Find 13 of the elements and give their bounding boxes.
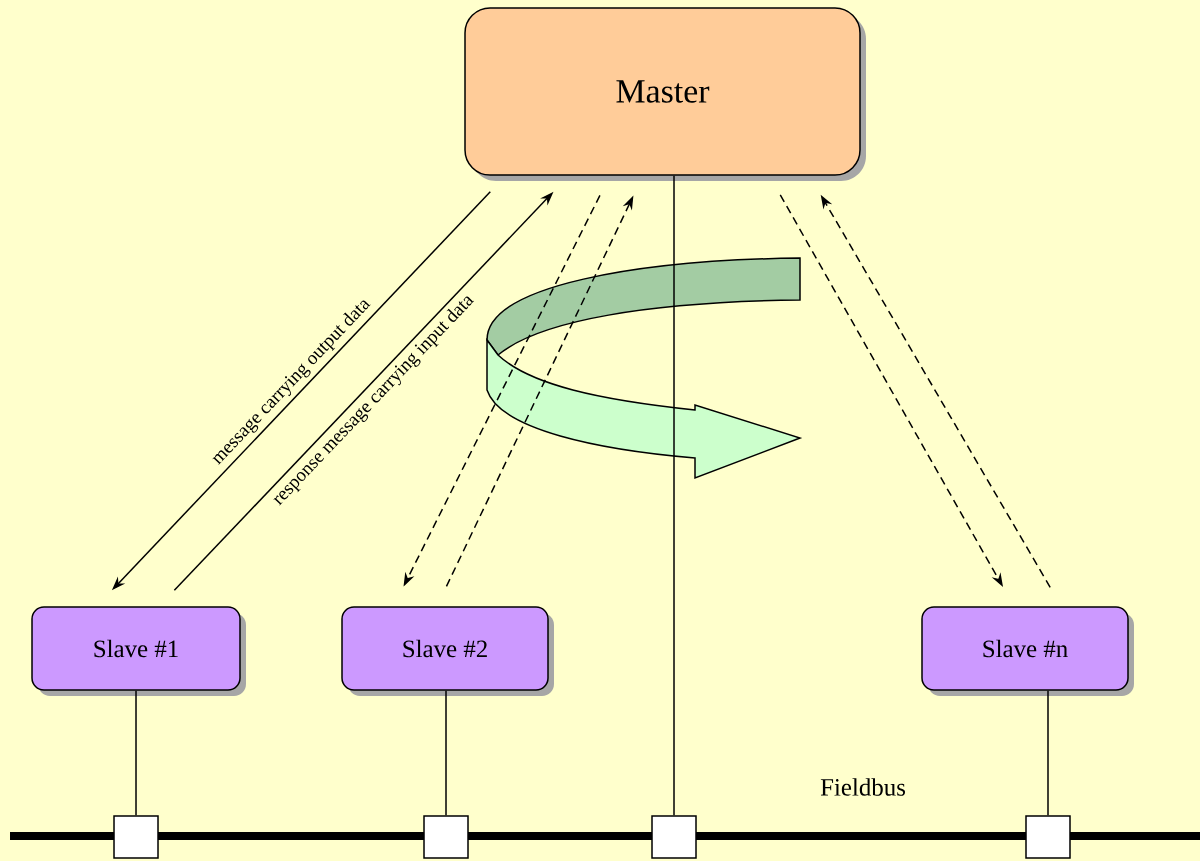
bus-tap-box: [651, 815, 697, 859]
connector-line: [135, 690, 137, 816]
slave-box: Slave #n: [921, 606, 1134, 696]
slave-box: Slave #2: [341, 606, 554, 696]
connector-line: [673, 175, 675, 816]
bus-tap-box: [113, 815, 159, 859]
master-box: Master: [464, 7, 866, 181]
slave-box: Slave #1: [31, 606, 246, 696]
bus-label: Fieldbus: [820, 778, 905, 796]
bus-tap-box: [423, 815, 469, 859]
bus-tap-box: [1025, 815, 1071, 859]
connector-line: [445, 690, 447, 816]
connector-line: [1047, 690, 1049, 816]
